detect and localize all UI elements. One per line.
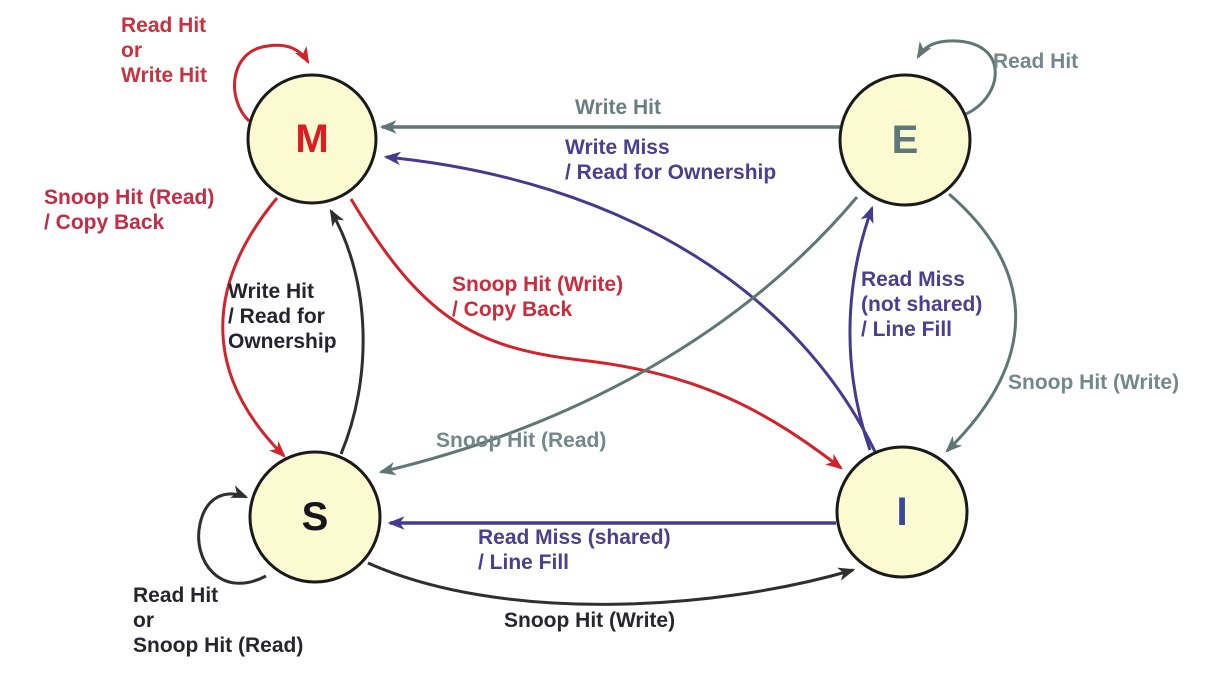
state-label-s: S — [301, 494, 329, 539]
transition-label-snoop-hit-read-e-s: Snoop Hit (Read) — [436, 429, 607, 452]
transition-label-read-hit-e: Read Hit — [993, 50, 1079, 73]
state-label-m: M — [295, 116, 329, 161]
transition-s-self-loop — [197, 485, 267, 585]
transition-m-self-loop — [233, 43, 310, 123]
transition-i-to-m — [383, 151, 880, 459]
transition-label-read-hit-or-snoop-hit-read: Read Hit or Snoop Hit (Read) — [133, 584, 304, 657]
transition-m-to-s — [221, 197, 286, 458]
transition-label-snoop-hit-read-copy-back: Snoop Hit (Read) / Copy Back — [44, 186, 215, 234]
state-label-i: I — [896, 489, 908, 534]
state-label-e: E — [891, 117, 919, 162]
transition-label-read-miss-not-shared-line-fill: Read Miss (not shared) / Line Fill — [861, 268, 983, 341]
transition-m-to-i — [349, 198, 843, 470]
transition-i-to-e — [848, 205, 874, 451]
transition-e-to-s — [378, 196, 859, 476]
transition-s-to-m — [329, 208, 365, 455]
transition-label-write-hit-read-for-ownership: Write Hit / Read for Ownership — [228, 280, 337, 353]
transition-label-read-hit-or-write-hit: Read Hit or Write Hit — [121, 14, 207, 87]
transition-e-self-loop — [916, 39, 997, 116]
transition-e-to-i — [945, 192, 1018, 453]
transition-label-read-miss-shared-line-fill: Read Miss (shared) / Line Fill — [478, 526, 671, 574]
transition-s-to-i — [367, 561, 856, 606]
transition-label-snoop-hit-write-copy-back: Snoop Hit (Write) / Copy Back — [452, 273, 624, 321]
transition-label-snoop-hit-write-e-i: Snoop Hit (Write) — [1008, 371, 1180, 394]
transition-label-write-miss-read-for-ownership: Write Miss / Read for Ownership — [565, 136, 777, 184]
state-node-s — [248, 450, 382, 584]
transition-label-write-hit: Write Hit — [575, 96, 661, 119]
state-node-e — [838, 73, 972, 207]
transition-label-snoop-hit-write-s-i: Snoop Hit (Write) — [504, 609, 676, 632]
state-node-m — [246, 73, 378, 205]
state-node-i — [835, 445, 969, 579]
